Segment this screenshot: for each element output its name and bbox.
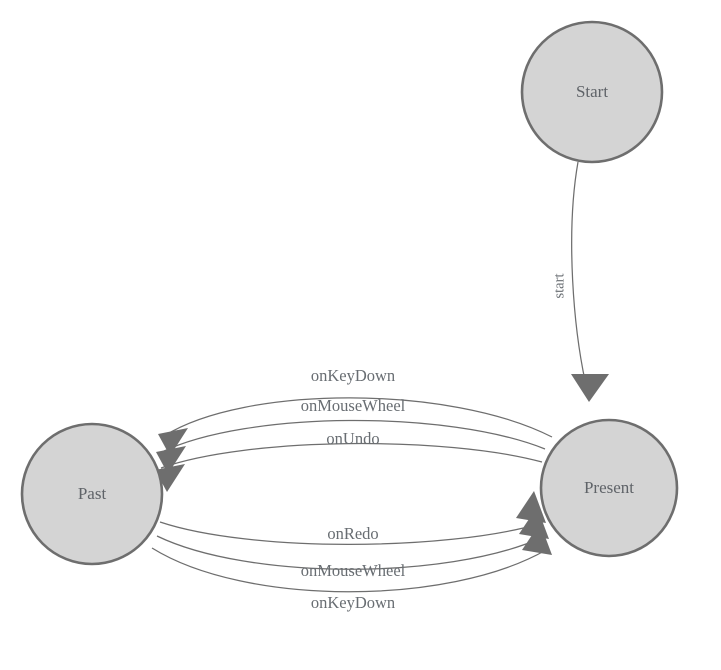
edge-present-past-onkeydown[interactable] [163, 397, 553, 438]
arrowhead-into-past-onkeydown [158, 428, 188, 456]
edge-label-present-past-onmousewheel: onMouseWheel [301, 396, 406, 415]
edge-label-present-past-onundo: onUndo [326, 429, 379, 448]
edge-label-start: start [551, 274, 567, 299]
node-start[interactable]: Start [520, 20, 664, 164]
edge-past-present-onkeydown[interactable] [151, 547, 547, 593]
node-start-label: Start [576, 82, 608, 101]
arrowhead-into-present-onkeydown [522, 523, 552, 555]
edges-group [151, 161, 590, 593]
node-present-label: Present [584, 478, 634, 497]
node-past[interactable]: Past [20, 422, 164, 566]
edge-past-present-onredo[interactable] [159, 521, 540, 545]
arrowhead-into-past-onmousewheel [156, 446, 186, 474]
edge-present-past-onmousewheel[interactable] [161, 419, 546, 453]
node-present-circle[interactable] [539, 418, 679, 558]
edge-labels-group: start onKeyDown onMouseWheel onUndo onRe… [301, 274, 568, 612]
node-present[interactable]: Present [539, 418, 679, 558]
arrowhead-into-past-onundo [155, 464, 185, 492]
edge-label-past-present-onmousewheel: onMouseWheel [301, 561, 406, 580]
arrowheads-group [155, 374, 609, 555]
node-past-circle[interactable] [20, 422, 164, 566]
node-past-label: Past [78, 484, 107, 503]
edge-start-present[interactable] [571, 161, 590, 399]
edge-label-past-present-onredo: onRedo [327, 524, 378, 543]
edge-past-present-onmousewheel[interactable] [156, 535, 542, 570]
node-start-circle[interactable] [520, 20, 664, 164]
edge-label-present-past-onkeydown: onKeyDown [311, 366, 395, 385]
edge-label-past-present-onkeydown: onKeyDown [311, 593, 395, 612]
edge-present-past-onundo[interactable] [160, 442, 543, 469]
arrowhead-into-present-from-start [571, 374, 609, 402]
